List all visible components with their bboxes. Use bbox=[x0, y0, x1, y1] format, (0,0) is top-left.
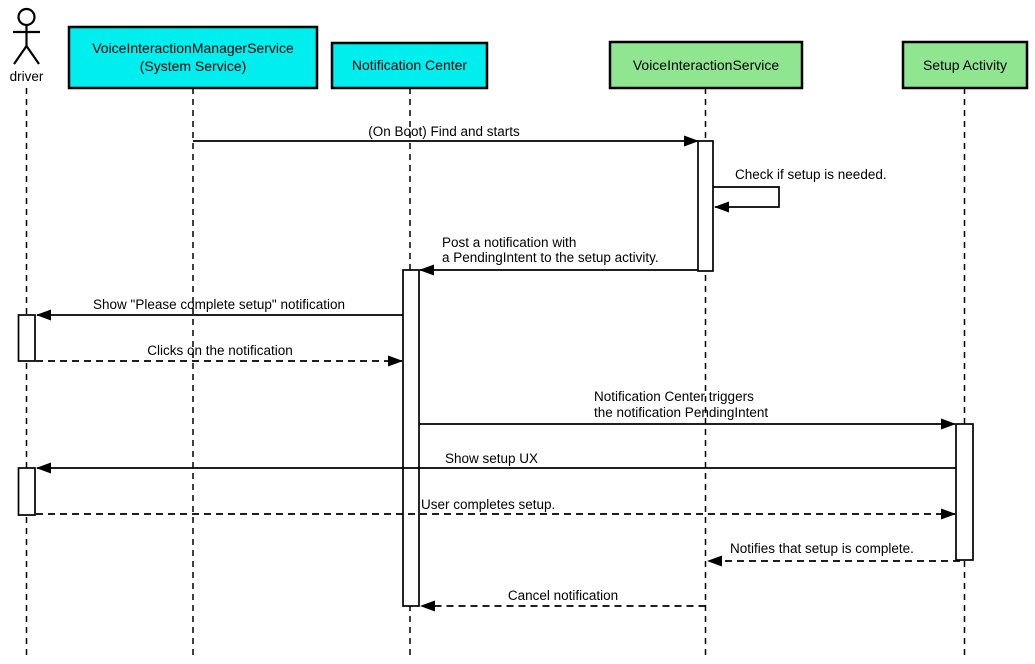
message-label-find-and-starts: (On Boot) Find and starts bbox=[368, 124, 520, 139]
participant-box-voice-interaction-service bbox=[608, 40, 804, 90]
activation-bar-driver-2 bbox=[17, 467, 36, 516]
participant-label-manager-service-line1: VoiceInteractionManagerService bbox=[92, 40, 294, 56]
message-label-show-setup-notification: Show "Please complete setup" notificatio… bbox=[93, 297, 345, 312]
message-label-post-notification-line2: a PendingIntent to the setup activity. bbox=[442, 250, 659, 265]
message-label-user-completes-setup: User completes setup. bbox=[421, 497, 555, 512]
participant-label-driver: driver bbox=[10, 69, 44, 84]
participant-box-setup-activity bbox=[901, 40, 1029, 90]
participant-label-notification-center: Notification Center bbox=[352, 57, 468, 73]
message-label-notifies-setup-complete: Notifies that setup is complete. bbox=[730, 541, 914, 556]
message-label-check-setup-self: Check if setup is needed. bbox=[735, 167, 887, 182]
participant-box-manager-service bbox=[67, 25, 319, 90]
actor-icon bbox=[13, 7, 40, 65]
participant-label-voice-interaction-service: VoiceInteractionService bbox=[633, 57, 780, 73]
message-line-check-setup-self bbox=[713, 186, 780, 213]
activation-bar-setup-activity bbox=[955, 423, 974, 561]
activation-bar-voice-interaction-service bbox=[697, 140, 714, 272]
participant-label-setup-activity: Setup Activity bbox=[923, 57, 1007, 73]
message-label-clicks-notification: Clicks on the notification bbox=[147, 343, 293, 358]
participant-label-manager-service-line2: (System Service) bbox=[140, 58, 247, 74]
participant-box-notification-center bbox=[330, 41, 489, 90]
activation-bar-notification-center bbox=[402, 269, 420, 607]
message-label-show-setup-ux: Show setup UX bbox=[445, 451, 538, 466]
message-label-post-notification-line1: Post a notification with bbox=[442, 235, 576, 250]
message-label-triggers-pendingintent-line2: the notification PendingIntent bbox=[594, 405, 768, 420]
activation-bar-driver-1 bbox=[17, 314, 36, 362]
message-label-cancel-notification: Cancel notification bbox=[508, 588, 618, 603]
message-label-triggers-pendingintent-line1: Notification Center triggers bbox=[594, 389, 754, 404]
